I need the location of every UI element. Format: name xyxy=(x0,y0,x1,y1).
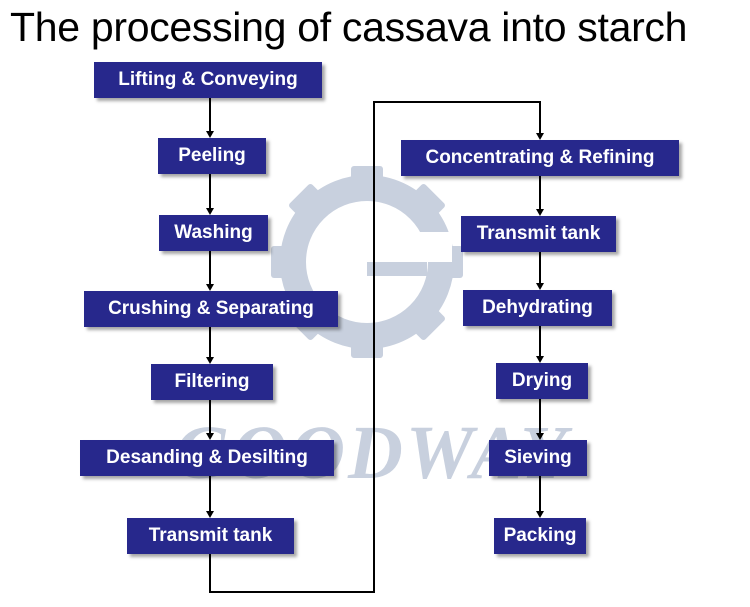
arrow-right-4-arrowhead xyxy=(536,433,544,440)
step-dehydrating: Dehydrating xyxy=(463,290,612,326)
step-lifting-conveying: Lifting & Conveying xyxy=(94,62,322,98)
step-concentrating-refining: Concentrating & Refining xyxy=(401,140,679,176)
step-filtering: Filtering xyxy=(151,364,273,400)
step-sieving: Sieving xyxy=(489,440,587,476)
step-transmit-tank-left: Transmit tank xyxy=(127,518,294,554)
transfer-connector-line xyxy=(209,101,541,593)
arrow-right-5-arrowhead xyxy=(536,511,544,518)
transfer-connector-arrowhead xyxy=(536,133,544,140)
arrow-right-1-arrowhead xyxy=(536,209,544,216)
step-desanding-desilting: Desanding & Desilting xyxy=(80,440,334,476)
arrow-left-3-arrowhead xyxy=(206,284,214,291)
arrow-left-1-arrowhead xyxy=(206,131,214,138)
step-drying: Drying xyxy=(496,363,588,399)
arrow-left-6-arrowhead xyxy=(206,511,214,518)
arrow-left-4-arrowhead xyxy=(206,357,214,364)
step-transmit-tank-right: Transmit tank xyxy=(461,216,616,252)
page-title: The processing of cassava into starch xyxy=(10,4,688,50)
step-washing: Washing xyxy=(159,215,268,251)
step-peeling: Peeling xyxy=(158,138,266,174)
arrow-left-2-arrowhead xyxy=(206,208,214,215)
arrow-right-3-arrowhead xyxy=(536,356,544,363)
arrow-left-5-arrowhead xyxy=(206,433,214,440)
step-crushing-separating: Crushing & Separating xyxy=(84,291,338,327)
step-packing: Packing xyxy=(494,518,586,554)
arrow-right-2-arrowhead xyxy=(536,283,544,290)
